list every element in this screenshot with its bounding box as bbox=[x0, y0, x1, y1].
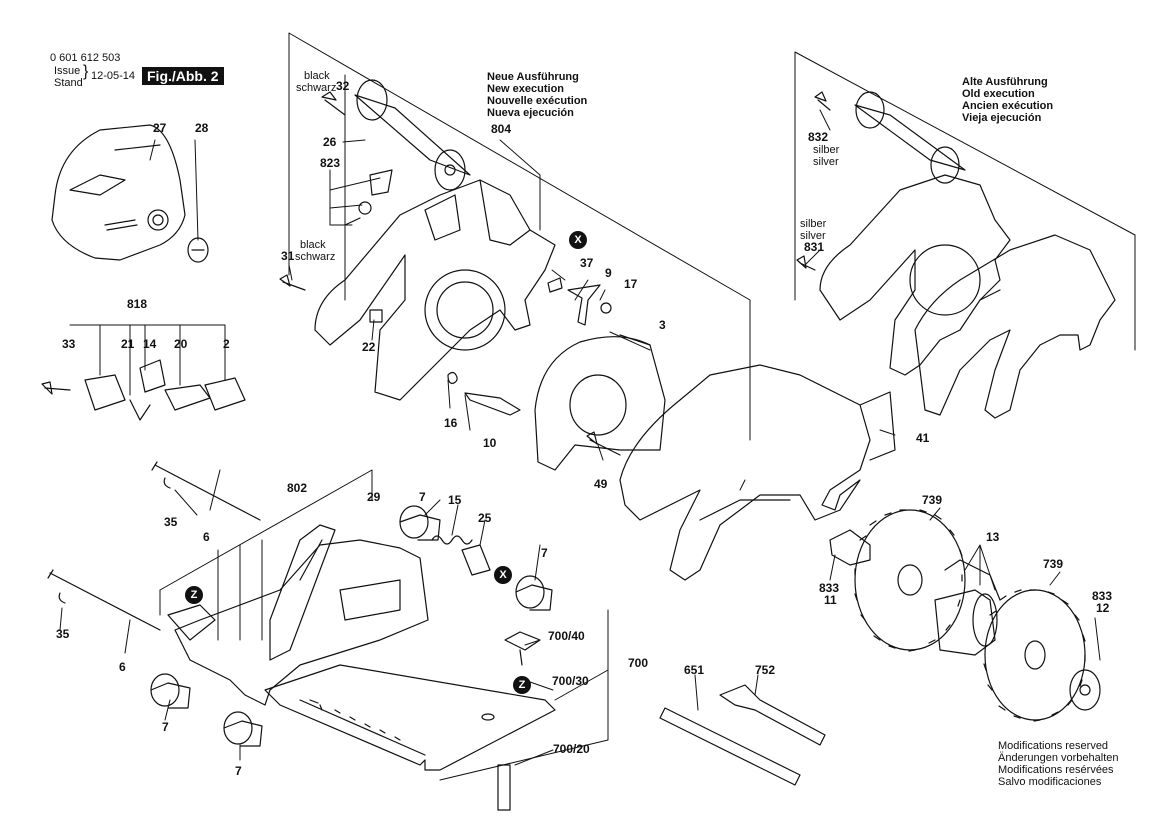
hood-assembly bbox=[619, 364, 896, 581]
callout-832: 832 bbox=[808, 130, 829, 144]
callout-31: 31 bbox=[281, 249, 295, 263]
part-28-knob bbox=[187, 237, 209, 263]
callout-29: 29 bbox=[367, 490, 381, 504]
new-execution-fr: Nouvelle exécution bbox=[487, 95, 588, 107]
old-execution-es: Vieja ejecución bbox=[962, 112, 1042, 124]
note-black-31: black bbox=[300, 239, 326, 251]
callout-823: 823 bbox=[320, 156, 341, 170]
callout-26: 26 bbox=[323, 135, 337, 149]
callout-25: 25 bbox=[478, 511, 492, 525]
part-3-guard bbox=[534, 334, 666, 471]
callout-37: 37 bbox=[580, 256, 594, 270]
figure-label: Fig./Abb. 2 bbox=[142, 67, 224, 85]
new-execution-en: New execution bbox=[487, 83, 565, 95]
callout-700-30: 700/30 bbox=[552, 674, 589, 688]
stand-label: Stand bbox=[54, 77, 83, 89]
callout-833-a: 833 bbox=[819, 581, 840, 595]
small-parts-37-9-17 bbox=[547, 277, 612, 326]
callout-20: 20 bbox=[174, 337, 188, 351]
note-black-32: black bbox=[304, 70, 330, 82]
callout-818: 818 bbox=[127, 297, 148, 311]
note-silver-832: silver bbox=[813, 156, 839, 168]
modifications-fr: Modifications resérvées bbox=[998, 764, 1114, 776]
callout-6-a: 6 bbox=[203, 530, 210, 544]
marker-z-2: Z bbox=[513, 676, 531, 694]
callout-2: 2 bbox=[223, 337, 230, 351]
modifications-es: Salvo modificaciones bbox=[998, 776, 1102, 788]
callout-13: 13 bbox=[986, 530, 1000, 544]
old-execution-de: Alte Ausführung bbox=[962, 76, 1048, 88]
callout-7-b: 7 bbox=[541, 546, 548, 560]
callout-17: 17 bbox=[624, 277, 638, 291]
modifications-en: Modifications reserved bbox=[998, 740, 1109, 752]
callout-651: 651 bbox=[684, 663, 705, 677]
callout-41: 41 bbox=[916, 431, 930, 445]
callout-752: 752 bbox=[755, 663, 776, 677]
note-schwarz-32: schwarz bbox=[296, 82, 337, 94]
callout-22: 22 bbox=[362, 340, 376, 354]
marker-x-2: X bbox=[494, 566, 512, 584]
old-execution-fr: Ancien exécution bbox=[962, 100, 1054, 112]
marker-z-1: Z bbox=[185, 586, 203, 604]
callout-833-b: 833 bbox=[1092, 589, 1113, 603]
issue-label: Issue bbox=[54, 65, 81, 77]
part-number: 0 601 612 503 bbox=[50, 52, 121, 64]
saw-blades bbox=[829, 509, 1101, 722]
callout-32: 32 bbox=[336, 79, 350, 93]
old-execution-en: Old execution bbox=[962, 88, 1035, 100]
old-execution-housing bbox=[819, 91, 1116, 419]
brace-glyph: } bbox=[83, 63, 89, 80]
new-execution-housing bbox=[314, 169, 556, 401]
callout-6-b: 6 bbox=[119, 660, 126, 674]
issue-date: 12-05-14 bbox=[91, 70, 136, 82]
tools-651-752 bbox=[659, 684, 826, 786]
new-execution-de: Neue Ausführung bbox=[487, 71, 579, 83]
callout-3: 3 bbox=[659, 318, 666, 332]
callout-12: 12 bbox=[1096, 601, 1110, 615]
callout-49: 49 bbox=[594, 477, 608, 491]
note-silber-831: silber bbox=[800, 218, 827, 230]
callout-16: 16 bbox=[444, 416, 458, 430]
callout-739-b: 739 bbox=[1043, 557, 1064, 571]
marker-x-1: X bbox=[569, 231, 587, 249]
callout-27: 27 bbox=[153, 121, 167, 135]
callout-14: 14 bbox=[143, 337, 157, 351]
callout-11: 11 bbox=[824, 593, 837, 607]
modifications-de: Änderungen vorbehalten bbox=[998, 752, 1119, 764]
note-schwarz-31: schwarz bbox=[295, 251, 336, 263]
new-execution-es: Nueva ejecución bbox=[487, 107, 574, 119]
callout-15: 15 bbox=[448, 493, 462, 507]
callout-7-d: 7 bbox=[235, 764, 242, 778]
base-assembly bbox=[47, 461, 556, 811]
callout-33: 33 bbox=[62, 337, 76, 351]
callout-739-a: 739 bbox=[922, 493, 943, 507]
callout-9: 9 bbox=[605, 266, 612, 280]
part-26-roller bbox=[354, 79, 471, 191]
callout-7-a: 7 bbox=[419, 490, 426, 504]
parts-16-10 bbox=[447, 371, 521, 416]
group-bracket-lines bbox=[59, 32, 1136, 781]
callout-10: 10 bbox=[483, 436, 497, 450]
callout-831: 831 bbox=[804, 240, 825, 254]
callout-35-a: 35 bbox=[164, 515, 178, 529]
callout-700-20: 700/20 bbox=[553, 742, 590, 756]
callout-35-b: 35 bbox=[56, 627, 70, 641]
screw-parts bbox=[279, 91, 831, 456]
callout-804: 804 bbox=[491, 122, 512, 136]
callout-21: 21 bbox=[121, 337, 135, 351]
brush-parts-818 bbox=[41, 359, 246, 421]
note-silber-832: silber bbox=[813, 144, 840, 156]
callout-28: 28 bbox=[195, 121, 209, 135]
callout-700-40: 700/40 bbox=[548, 629, 585, 643]
callout-700: 700 bbox=[628, 656, 649, 670]
callout-802: 802 bbox=[287, 481, 308, 495]
part-27-cover bbox=[51, 124, 186, 261]
note-silver-831: silver bbox=[800, 230, 826, 242]
callout-7-c: 7 bbox=[162, 720, 169, 734]
